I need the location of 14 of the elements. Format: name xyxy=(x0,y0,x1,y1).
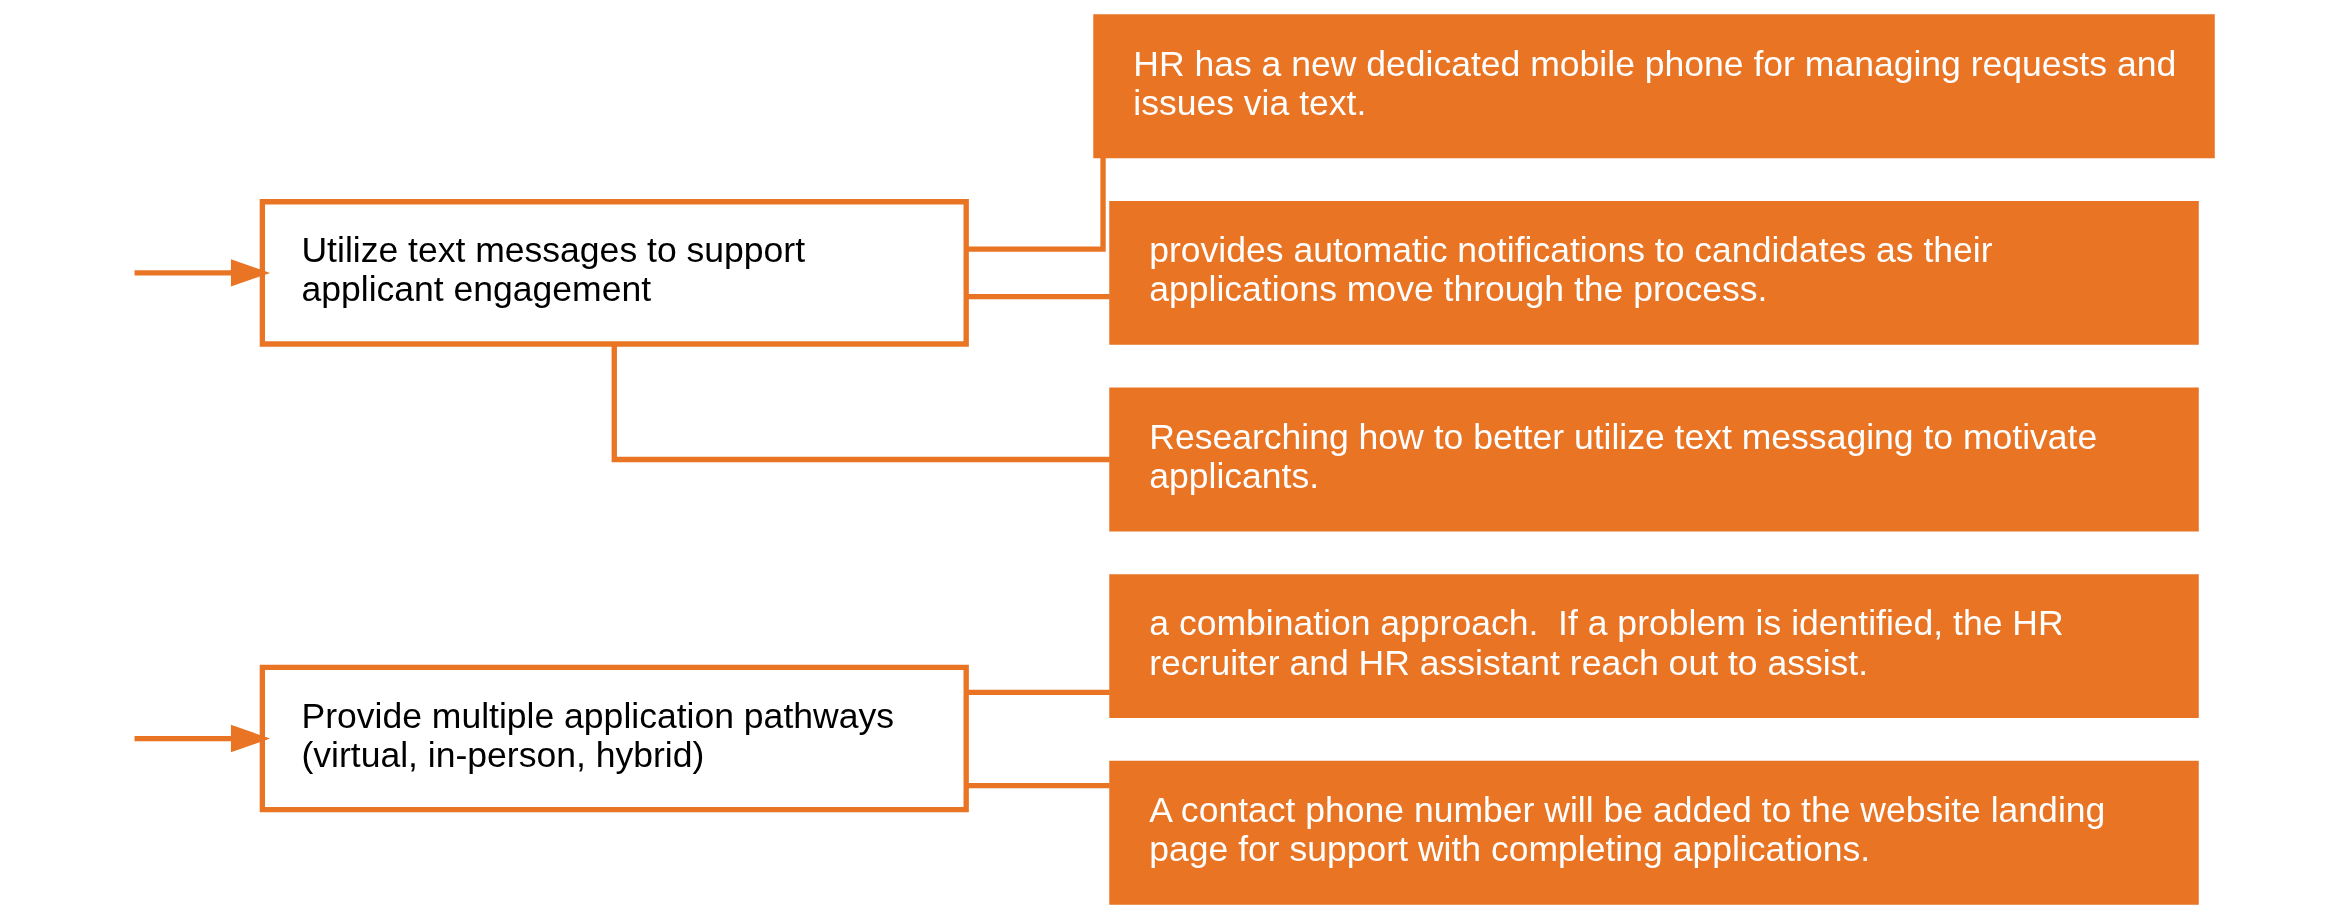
node-box: a combination approach. If a problem is identified, the HR recruiter and HR assistant reach out to assist. xyxy=(1108,574,2199,719)
node-box: provides automatic notifications to candidates as their applications move through the process. xyxy=(1108,200,2199,345)
arrow xyxy=(134,259,270,287)
node-box: Provide multiple application pathways (virtual, in-person, hybrid) xyxy=(259,664,969,813)
connector xyxy=(965,782,1110,789)
node-box: HR has a new dedicated mobile phone for managing requests and issues via text. xyxy=(1092,14,2215,159)
node-box: Utilize text messages to support applicant engagement xyxy=(259,199,969,347)
arrow xyxy=(134,724,270,753)
connector xyxy=(965,689,1110,695)
node-box: A contact phone number will be added to the website landing page for support with completing applications. xyxy=(1108,760,2199,905)
connector xyxy=(611,344,1110,463)
connector xyxy=(965,293,1110,300)
node-box: Researching how to better utilize text messaging to motivate applicants. xyxy=(1108,387,2199,532)
connector xyxy=(965,157,1106,252)
